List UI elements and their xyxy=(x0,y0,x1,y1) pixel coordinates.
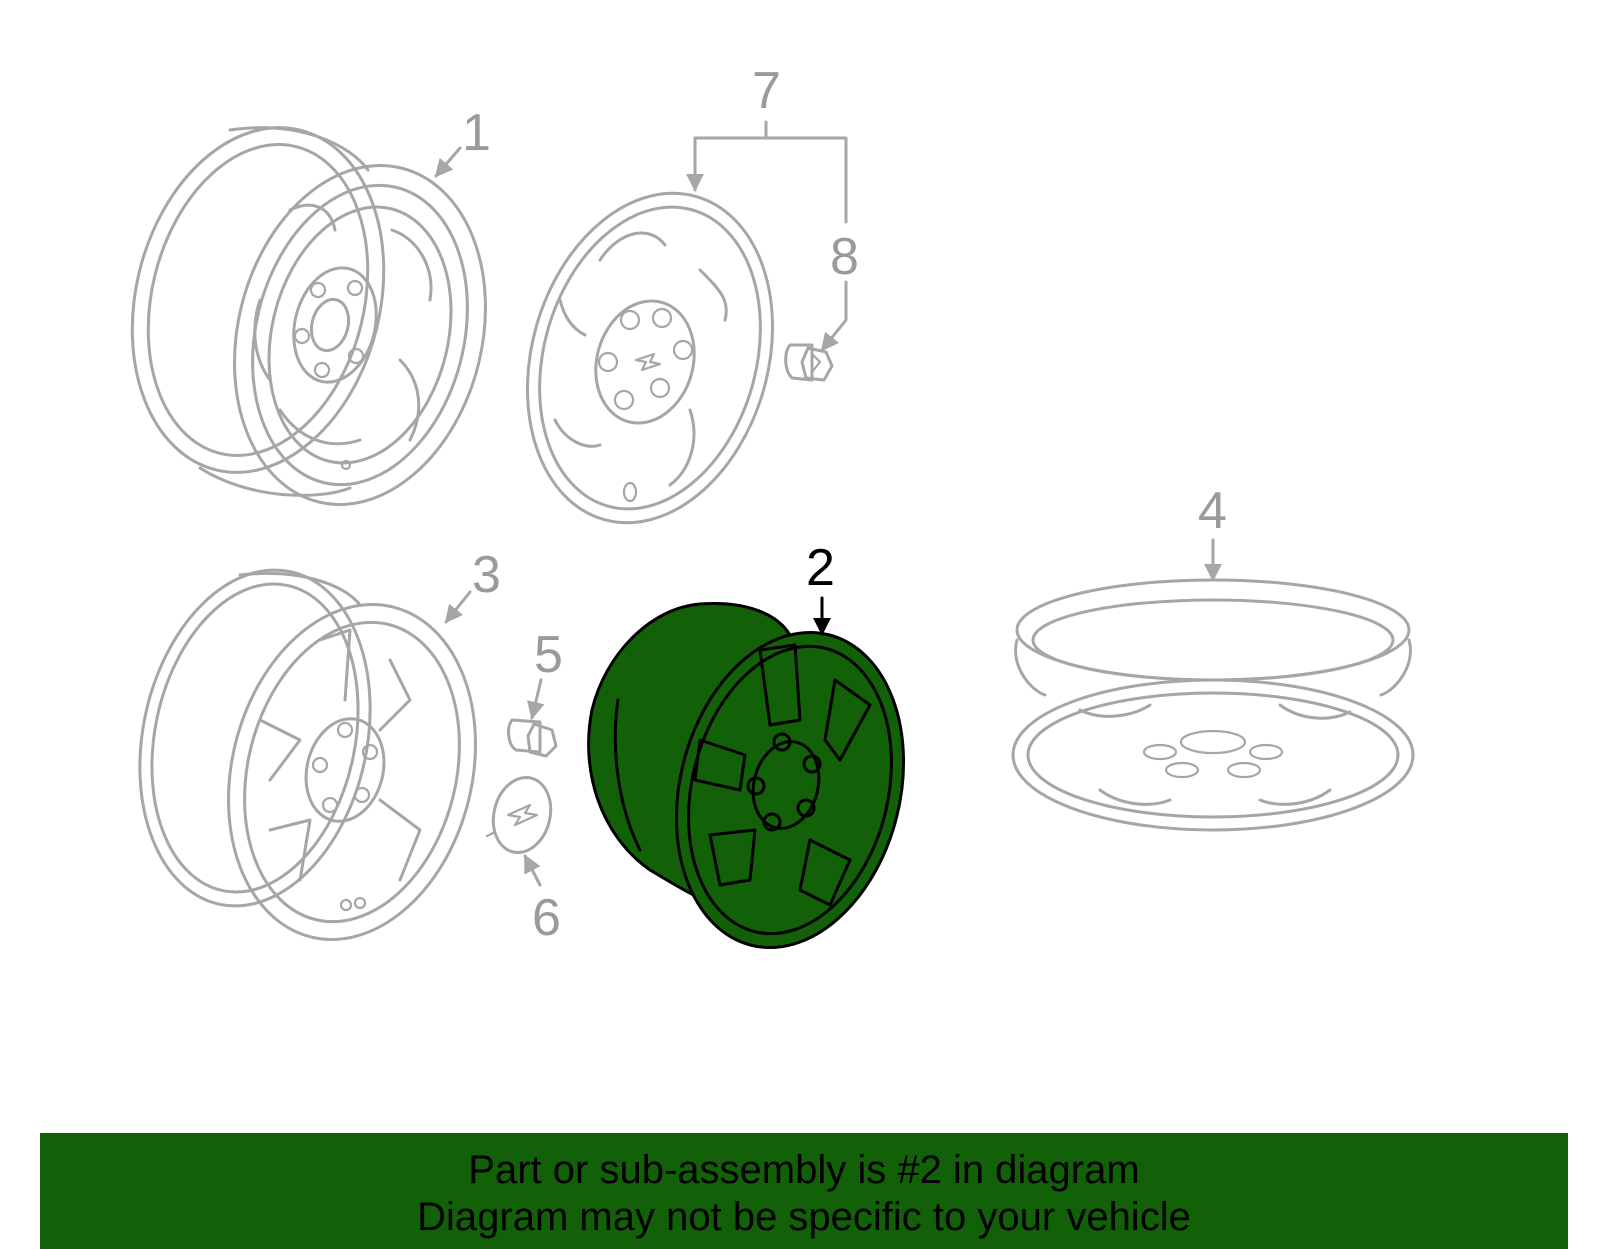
callout-8: 8 xyxy=(830,228,859,286)
part-4-spare-wheel[interactable] xyxy=(1011,578,1415,832)
part-5-lug-nut[interactable] xyxy=(507,718,558,758)
callout-7: 7 xyxy=(752,62,781,120)
part-6-center-cap[interactable] xyxy=(485,771,559,858)
banner-line-disclaimer: Diagram may not be specific to your vehi… xyxy=(417,1195,1191,1239)
callout-4: 4 xyxy=(1198,482,1227,540)
part-3-alloy-wheel[interactable] xyxy=(110,548,509,966)
callout-5: 5 xyxy=(534,626,563,684)
callout-6: 6 xyxy=(532,889,561,947)
part-8-lug-nut[interactable] xyxy=(784,343,834,382)
callout-2: 2 xyxy=(806,539,835,597)
callout-3: 3 xyxy=(472,546,501,604)
part-2-wheel-highlighted[interactable] xyxy=(587,601,936,971)
part-7-wheel-cover[interactable] xyxy=(490,164,809,552)
info-banner: Part or sub-assembly is #2 in diagram Di… xyxy=(40,1133,1568,1249)
callout-1: 1 xyxy=(462,104,491,162)
part-1-steel-wheel[interactable] xyxy=(97,101,520,532)
leader-lines xyxy=(434,120,1222,887)
banner-line-part-info: Part or sub-assembly is #2 in diagram xyxy=(468,1148,1140,1192)
